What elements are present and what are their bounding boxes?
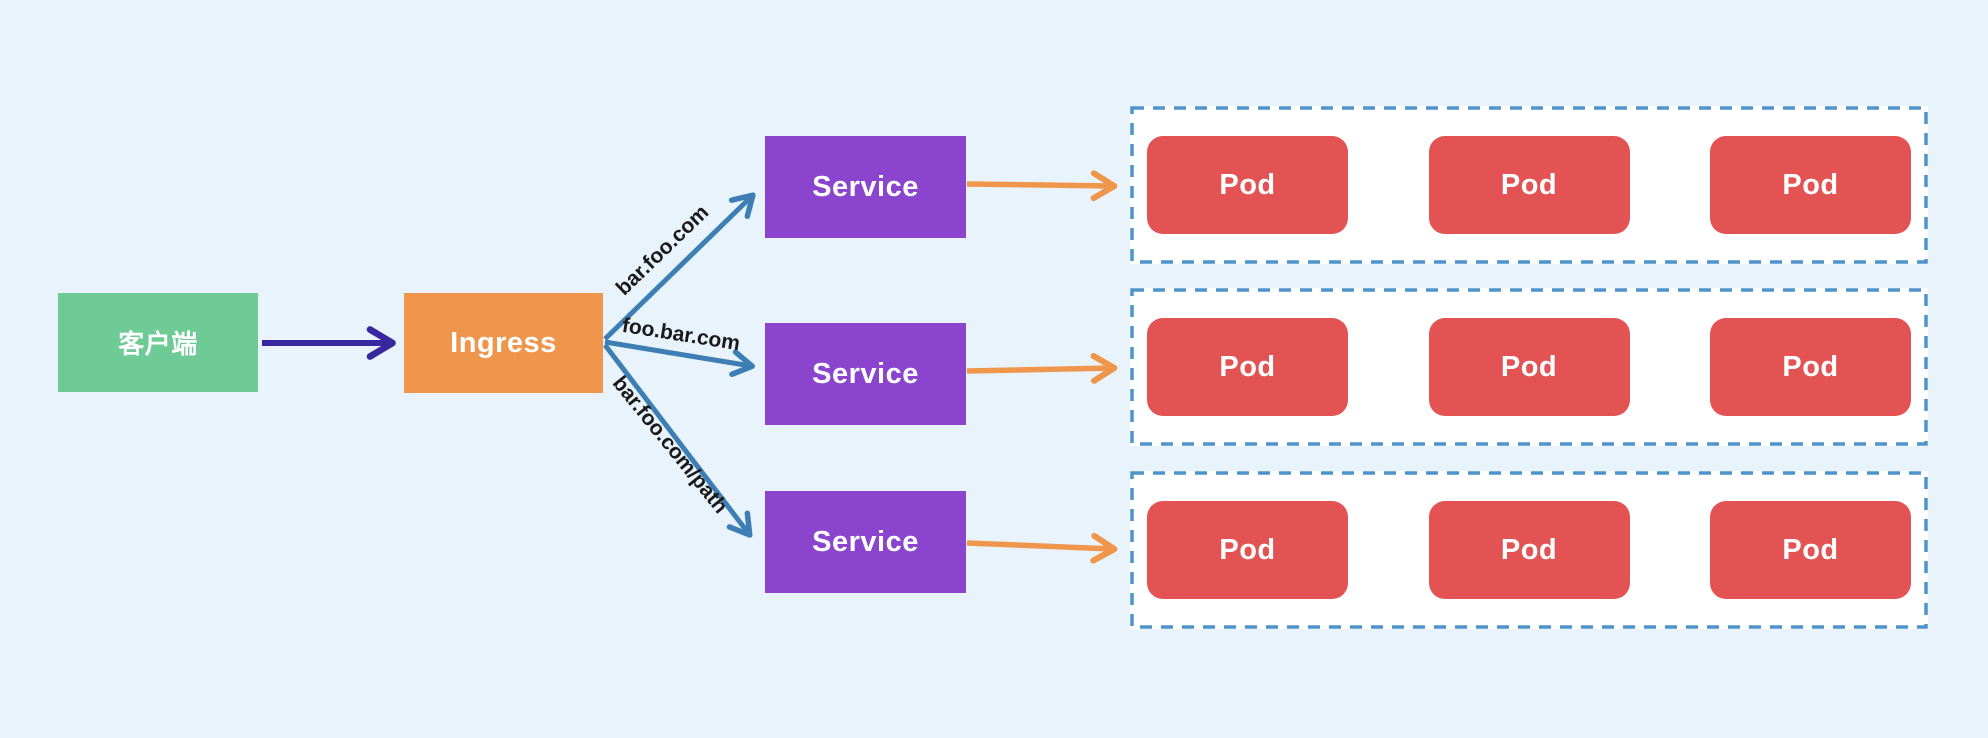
pod-node-label: Pod — [1500, 533, 1558, 566]
pod-group-2: Pod Pod Pod — [1130, 288, 1928, 446]
pod-node: Pod — [1710, 136, 1911, 234]
pod-node: Pod — [1710, 318, 1911, 416]
edge-ingress-to-service-3 — [603, 343, 753, 538]
pod-node-label: Pod — [1782, 168, 1839, 201]
ingress-node: Ingress — [404, 293, 603, 393]
client-node-label: 客户端 — [118, 329, 198, 359]
client-node: 客户端 — [58, 293, 258, 392]
service-node-2: Service — [765, 323, 966, 425]
edge-ingress-to-service-2 — [604, 339, 755, 378]
service-node-label: Service — [812, 525, 919, 558]
edge-ingress-to-service-1 — [603, 192, 756, 341]
pod-node-label: Pod — [1219, 350, 1276, 383]
pod-node: Pod — [1428, 136, 1630, 234]
pod-node-label: Pod — [1219, 533, 1276, 566]
service-node-label: Service — [812, 170, 919, 203]
edge-service2-to-pods — [966, 352, 1118, 384]
service-node-label: Service — [812, 357, 919, 390]
service-node-3: Service — [765, 491, 966, 593]
ingress-node-label: Ingress — [450, 326, 557, 359]
pod-group-1: Pod Pod Pod — [1130, 106, 1928, 264]
pod-node: Pod — [1147, 136, 1348, 234]
pod-node: Pod — [1147, 318, 1348, 416]
service-node-1: Service — [765, 136, 966, 238]
pod-node-label: Pod — [1219, 168, 1276, 201]
pod-node-label: Pod — [1500, 350, 1558, 383]
pod-node-label: Pod — [1500, 168, 1558, 201]
pod-node: Pod — [1147, 501, 1348, 599]
pod-node-label: Pod — [1782, 350, 1839, 383]
pod-node: Pod — [1428, 318, 1630, 416]
pod-node: Pod — [1428, 501, 1630, 599]
pod-node: Pod — [1710, 501, 1911, 599]
pod-node-label: Pod — [1782, 533, 1839, 566]
pod-group-3: Pod Pod Pod — [1130, 471, 1928, 629]
edge-service3-to-pods — [966, 532, 1118, 564]
edge-service1-to-pods — [966, 170, 1118, 202]
route-label-bar-foo-com-path: bar.foo.com/path — [608, 372, 732, 518]
